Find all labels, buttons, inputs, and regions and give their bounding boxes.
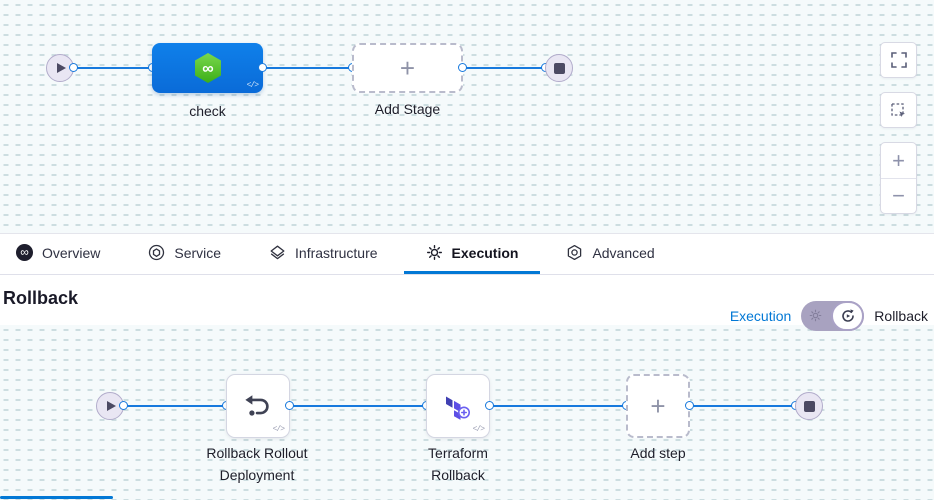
toggle-thumb[interactable] bbox=[831, 301, 865, 331]
edge-step1-to-step2 bbox=[285, 401, 431, 410]
play-icon bbox=[57, 63, 66, 73]
step-label-line2: Rollback bbox=[431, 467, 485, 483]
rollback-mode-label: Rollback bbox=[874, 308, 928, 324]
advanced-icon bbox=[568, 244, 582, 261]
pipeline-end-node[interactable] bbox=[545, 54, 573, 82]
edge-add-to-end bbox=[685, 401, 800, 410]
rollback-icon bbox=[842, 309, 854, 322]
add-stage-label: Add Stage bbox=[374, 101, 441, 117]
tab-label: Service bbox=[174, 244, 222, 261]
edge-add-to-end bbox=[458, 63, 550, 72]
step-terraform-rollback[interactable]: </> bbox=[426, 374, 490, 438]
tab-label: Execution bbox=[451, 244, 519, 261]
execution-mode-link[interactable]: Execution bbox=[729, 308, 792, 324]
svg-text:∞: ∞ bbox=[202, 61, 213, 78]
edge-step2-to-add bbox=[485, 401, 631, 410]
section-title: Rollback bbox=[3, 288, 79, 308]
code-view-icon[interactable]: </> bbox=[472, 425, 485, 434]
tab-service[interactable]: Service bbox=[126, 234, 243, 274]
play-icon bbox=[107, 401, 116, 411]
step-label-line1: Terraform bbox=[428, 445, 488, 461]
infrastructure-icon bbox=[270, 245, 285, 260]
add-step-button[interactable]: + bbox=[626, 374, 690, 438]
stage-node-check[interactable]: ∞ </> bbox=[152, 43, 263, 93]
add-stage-button[interactable]: + bbox=[352, 43, 463, 93]
harness-logo-icon: ∞ bbox=[16, 244, 33, 261]
stage-canvas[interactable]: ∞ </> check + Add Stage + − bbox=[0, 0, 934, 233]
step-label: Rollback Rollout Deployment bbox=[177, 442, 337, 486]
code-view-icon[interactable]: </> bbox=[246, 81, 259, 90]
terraform-icon bbox=[446, 396, 470, 420]
select-mode-button[interactable] bbox=[880, 92, 917, 128]
gear-icon bbox=[809, 309, 822, 322]
plus-icon: + bbox=[650, 391, 666, 421]
zoom-out-button[interactable]: − bbox=[881, 178, 916, 213]
step-rollback-rollout-deployment[interactable]: </> bbox=[226, 374, 290, 438]
rollback-canvas[interactable]: </> Rollback Rollout Deployment </> Terr… bbox=[0, 325, 934, 500]
stop-icon bbox=[803, 400, 815, 412]
tab-label: Infrastructure bbox=[295, 244, 378, 261]
rollback-mode-toggle[interactable] bbox=[801, 301, 865, 331]
stage-label: check bbox=[189, 103, 226, 119]
marquee-select-icon bbox=[891, 102, 905, 117]
fit-to-screen-button[interactable] bbox=[880, 42, 917, 78]
plus-icon: + bbox=[399, 53, 416, 83]
rollback-section: Rollback Execution Rollback bbox=[0, 275, 934, 500]
tab-overview[interactable]: ∞ Overview bbox=[0, 234, 122, 274]
step-label-line1: Rollback Rollout bbox=[206, 445, 308, 461]
add-step-label: Add step bbox=[630, 445, 686, 461]
edge-start-to-step1 bbox=[119, 401, 231, 410]
edge-start-to-stage bbox=[69, 63, 157, 72]
tab-label: Overview bbox=[42, 244, 101, 261]
edge-stage-to-add bbox=[258, 63, 357, 72]
fullscreen-icon bbox=[890, 52, 907, 68]
tab-advanced[interactable]: Advanced bbox=[544, 234, 676, 274]
zoom-controls: + − bbox=[880, 142, 917, 214]
code-view-icon[interactable]: </> bbox=[272, 425, 285, 434]
execution-rollback-switch-row: Execution Rollback bbox=[730, 301, 928, 331]
pipeline-tabbar: ∞ Overview Service Infrastructure Execut… bbox=[0, 233, 934, 275]
tab-label: Advanced bbox=[592, 244, 655, 261]
service-icon bbox=[149, 244, 165, 261]
horizontal-scrollbar[interactable] bbox=[0, 496, 113, 499]
zoom-in-button[interactable]: + bbox=[892, 147, 905, 173]
tab-infrastructure[interactable]: Infrastructure bbox=[247, 234, 399, 274]
stop-icon bbox=[553, 62, 565, 74]
step-label-line2: Deployment bbox=[219, 467, 295, 483]
tab-execution[interactable]: Execution bbox=[403, 234, 541, 274]
rollback-end-node[interactable] bbox=[795, 392, 823, 420]
execution-icon bbox=[426, 245, 442, 260]
harness-stage-icon: ∞ bbox=[194, 53, 221, 83]
undo-rollback-icon bbox=[245, 395, 269, 416]
step-label: Terraform Rollback bbox=[378, 442, 538, 486]
